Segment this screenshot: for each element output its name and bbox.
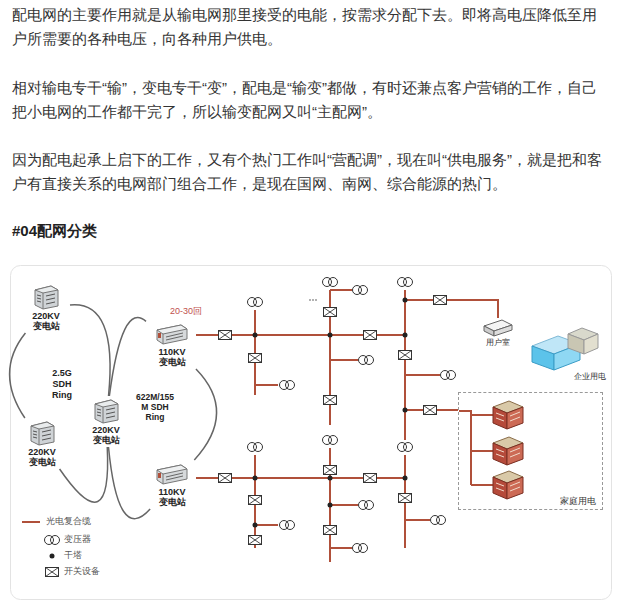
section-heading: #04配网分类 xyxy=(12,222,97,241)
body-paragraph: 因为配电起承上启下的工作，又有个热门工作叫“营配调”，现在叫“供电服务”，就是把… xyxy=(12,148,610,196)
node-label: 用户室 xyxy=(478,338,518,348)
ring-connector xyxy=(10,333,26,418)
legend-text: 光电复合缆 xyxy=(46,516,91,527)
node-icon xyxy=(526,320,606,372)
node-label: 220KV 变电站 xyxy=(29,311,63,331)
node-icon xyxy=(148,322,196,346)
node-label: 家庭用电 xyxy=(560,496,596,506)
station-node: 220KV 变电站 xyxy=(20,420,64,467)
switch-symbols xyxy=(219,296,447,545)
node-icon xyxy=(478,318,518,338)
station-node: 110KV 变电站 xyxy=(148,322,196,367)
legend-text: 变压器 xyxy=(64,534,91,545)
diagram-label: 2.5G SDH Ring xyxy=(42,368,82,401)
node-label: 企业用电 xyxy=(526,372,606,382)
legend-text: 开关设备 xyxy=(64,566,100,577)
region-box: 家庭用电 xyxy=(458,392,603,510)
node-label: 110KV 变电站 xyxy=(155,347,189,367)
body-paragraph: 配电网的主要作用就是从输电网那里接受的电能，按需求分配下去。即将高电压降低至用户… xyxy=(12,3,610,51)
ring-connector xyxy=(109,317,146,396)
station-node: 220KV 变电站 xyxy=(24,284,68,331)
feeder-lines xyxy=(196,290,498,562)
legend-samples xyxy=(22,522,60,577)
station-node: 用户室 xyxy=(478,318,518,348)
ring-connector xyxy=(108,447,150,519)
node-icon xyxy=(20,420,64,446)
node-label: 220KV 变电站 xyxy=(25,447,59,467)
diagram-label: 622M/155 M SDH Ring xyxy=(133,392,177,422)
node-label: 110KV 变电站 xyxy=(155,487,189,507)
node-label: 220KV 变电站 xyxy=(89,425,123,445)
node-icon xyxy=(84,398,128,424)
station-node: 110KV 变电站 xyxy=(148,462,196,507)
station-node: 220KV 变电站 xyxy=(84,398,128,445)
transformer-symbols xyxy=(248,278,456,553)
tower-dots xyxy=(253,298,408,528)
diagram-panel xyxy=(11,266,612,600)
node-icon xyxy=(148,462,196,486)
legend-text: 干塔 xyxy=(64,550,82,561)
node-icon xyxy=(24,284,68,310)
ring-connector xyxy=(60,447,108,502)
ring-connector xyxy=(194,369,216,460)
body-paragraph: 相对输电专干“输”，变电专干“变”，配电是“输变”都做，有时还兼点客户营销的工作… xyxy=(12,76,610,124)
station-node: 企业用电 xyxy=(526,320,606,382)
ring-connector xyxy=(70,305,110,396)
diagram-label: 20-30回 xyxy=(170,305,202,318)
